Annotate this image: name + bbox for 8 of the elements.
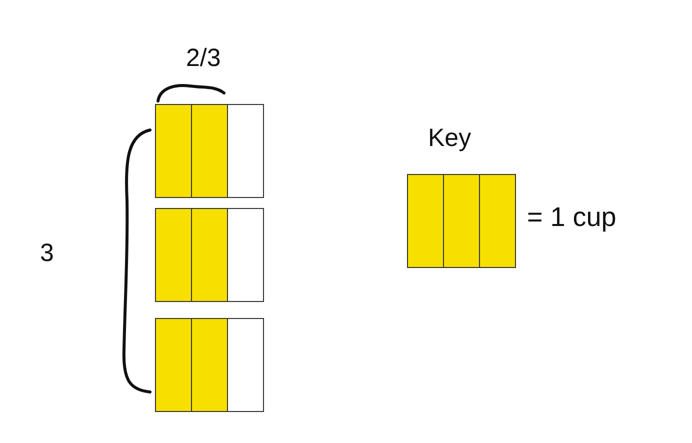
label-text: = 1 cup xyxy=(527,204,616,231)
fraction-bar xyxy=(155,104,264,198)
fraction-bar xyxy=(155,318,264,412)
label-text: Key xyxy=(428,126,472,151)
label-text: 3 xyxy=(40,241,54,266)
label-text: 2/3 xyxy=(186,46,221,71)
fraction-bar xyxy=(155,208,264,302)
fraction-bar xyxy=(407,174,516,268)
